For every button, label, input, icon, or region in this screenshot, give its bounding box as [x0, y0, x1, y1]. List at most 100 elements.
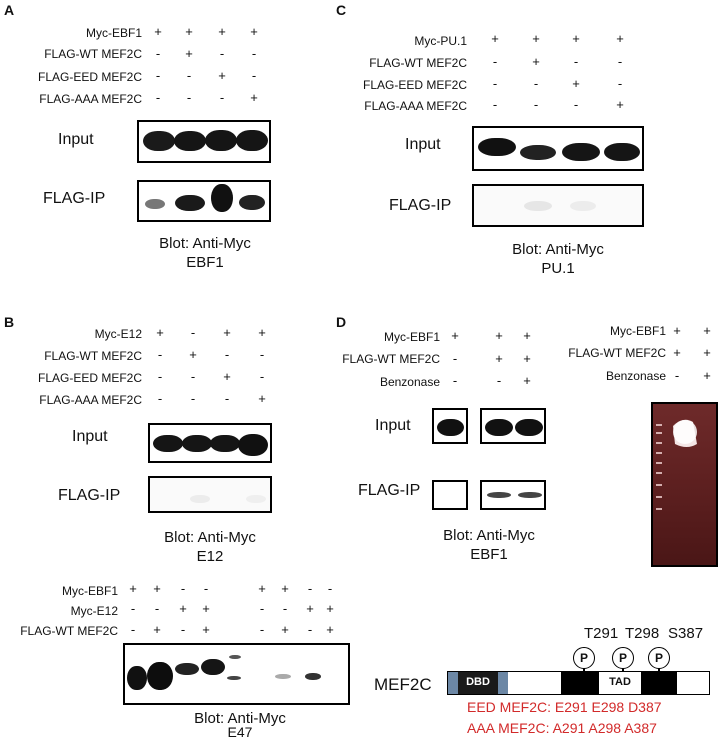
plus-mark: + — [616, 97, 624, 112]
blot-caption: Blot: Anti-Myc — [159, 235, 251, 252]
minus-mark: - — [157, 369, 163, 384]
minus-mark: - — [674, 368, 680, 383]
panel-b-label: B — [4, 314, 15, 330]
minus-mark: - — [155, 90, 161, 105]
plus-mark: + — [532, 54, 540, 69]
minus-mark: - — [573, 54, 579, 69]
band — [153, 435, 183, 452]
band — [275, 674, 291, 679]
minus-mark: - — [190, 325, 196, 340]
blot-caption: Blot: Anti-Myc — [164, 529, 256, 546]
row-label: Myc-EBF1 — [61, 584, 118, 598]
row-label: FLAG-WT MEF2C — [20, 624, 118, 638]
band — [562, 143, 600, 161]
band — [182, 435, 212, 452]
plus-mark: + — [281, 581, 289, 596]
panel-c-label: C — [336, 2, 347, 18]
minus-mark: - — [251, 68, 257, 83]
minus-mark: - — [154, 601, 160, 616]
minus-mark: - — [157, 391, 163, 406]
minus-mark: - — [573, 97, 579, 112]
ip-label: FLAG-IP — [389, 197, 452, 214]
plus-mark: + — [703, 323, 711, 338]
protein-name: MEF2C — [374, 675, 432, 694]
band — [236, 130, 268, 151]
plus-mark: + — [156, 325, 164, 340]
phospho-icon: P — [648, 647, 670, 669]
minus-mark: - — [307, 581, 313, 596]
panel-a-label: A — [4, 2, 15, 18]
plus-mark: + — [185, 46, 193, 61]
minus-mark: - — [259, 369, 265, 384]
row-label: FLAG-WT MEF2C — [369, 56, 467, 70]
phospho-icon: P — [612, 647, 634, 669]
plus-mark: + — [218, 68, 226, 83]
gel-image — [656, 419, 697, 510]
plus-mark: + — [281, 622, 289, 637]
band — [246, 495, 266, 503]
plus-mark: + — [491, 31, 499, 46]
row-label: Myc-PU.1 — [414, 34, 467, 48]
plus-mark: + — [258, 581, 266, 596]
plus-mark: + — [495, 328, 503, 343]
plus-mark: + — [258, 325, 266, 340]
plus-mark: + — [523, 351, 531, 366]
plus-mark: + — [673, 323, 681, 338]
plus-mark: + — [218, 24, 226, 39]
connector — [583, 668, 585, 671]
input-blot — [137, 120, 271, 163]
plus-mark: + — [451, 328, 459, 343]
connector — [622, 668, 624, 671]
band — [145, 199, 165, 209]
plus-mark: + — [495, 351, 503, 366]
band — [211, 184, 233, 212]
ip-blot — [432, 480, 468, 510]
input-blot — [472, 126, 644, 171]
agarose-gel — [651, 402, 718, 567]
blot-target: E12 — [196, 548, 224, 565]
band — [485, 419, 513, 436]
input-blot — [432, 408, 468, 444]
blot-caption: Blot: Anti-Myc — [443, 527, 535, 544]
band — [205, 130, 237, 151]
ip-blot — [137, 180, 271, 222]
plus-mark: + — [250, 24, 258, 39]
minus-mark: - — [259, 347, 265, 362]
ip-label: FLAG-IP — [43, 190, 106, 207]
input-label: Input — [375, 417, 411, 434]
minus-mark: - — [157, 347, 163, 362]
band — [201, 659, 225, 675]
ip-label: FLAG-IP — [358, 482, 421, 499]
minus-mark: - — [130, 622, 136, 637]
row-label: Myc-EBF1 — [609, 324, 666, 338]
plus-mark: + — [250, 90, 258, 105]
band — [239, 195, 265, 210]
ip-blot — [148, 476, 272, 513]
minus-mark: - — [180, 622, 186, 637]
input-label: Input — [58, 131, 94, 148]
site-label: T298 — [625, 625, 660, 642]
minus-mark: - — [492, 54, 498, 69]
e47-blot — [123, 643, 350, 705]
row-label: FLAG-AAA MEF2C — [39, 393, 142, 407]
band — [238, 434, 268, 456]
minus-mark: - — [282, 601, 288, 616]
band — [210, 435, 240, 452]
band — [190, 495, 210, 503]
band — [147, 662, 173, 690]
plus-mark: + — [572, 76, 580, 91]
minus-mark: - — [492, 76, 498, 91]
plus-mark: + — [258, 391, 266, 406]
plus-mark: + — [306, 601, 314, 616]
minus-mark: - — [190, 391, 196, 406]
eed-mutant: EED MEF2C: E291 E298 D387 — [467, 699, 662, 715]
minus-mark: - — [180, 581, 186, 596]
band — [229, 655, 241, 659]
minus-mark: - — [251, 46, 257, 61]
tad-block — [641, 672, 677, 694]
dbd-domain: DBD — [458, 672, 498, 694]
minus-mark: - — [452, 351, 458, 366]
row-label: Benzonase — [379, 375, 440, 389]
site-label: T291 — [584, 625, 619, 642]
row-label: FLAG-EED MEF2C — [37, 70, 142, 84]
